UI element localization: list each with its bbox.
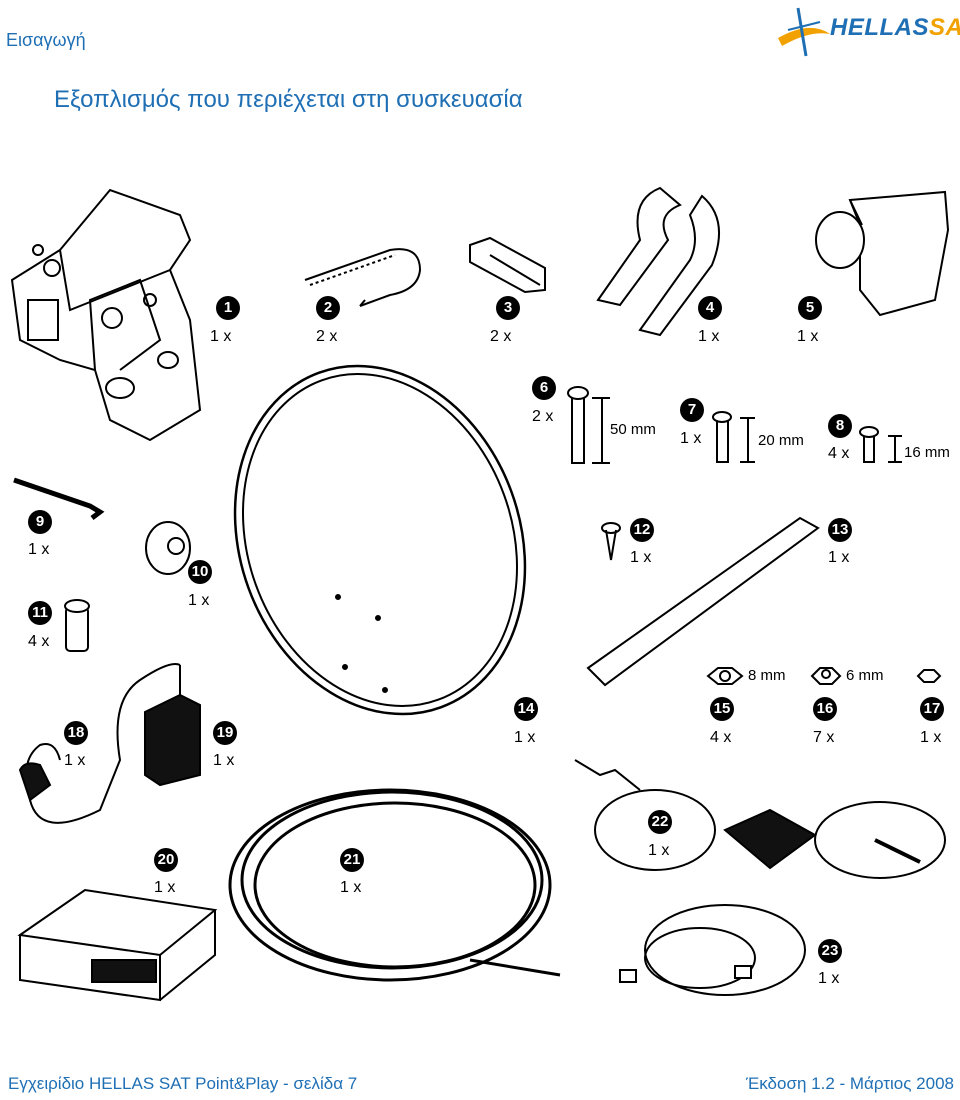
bolt-medium-icon [712,411,732,463]
item-badge-3: 3 [496,296,520,320]
receiver-box-icon [17,888,218,1002]
item-qty-16: 7 x [813,729,835,746]
item-badge-23: 23 [818,939,842,963]
item-qty-18: 1 x [64,752,86,769]
item-badge-8: 8 [828,414,852,438]
item-qty-6: 2 x [532,408,554,425]
item-qty-4: 1 x [698,328,720,345]
item-qty-20: 1 x [154,879,176,896]
lock-nut-6mm-icon [810,667,842,685]
item-badge-5: 5 [798,296,822,320]
item-size-15: 8 mm [748,667,786,684]
wood-screw-icon [601,522,621,561]
item-qty-14: 1 x [514,729,536,746]
item-qty-3: 2 x [490,328,512,345]
item-qty-12: 1 x [630,549,652,566]
item-qty-2: 2 x [316,328,338,345]
footer-version: Έκδοση 1.2 - Μάρτιος 2008 [745,1074,954,1093]
item-badge-20: 20 [154,848,178,872]
support-arm-icon [586,516,820,687]
item-qty-5: 1 x [797,328,819,345]
satellite-dish-icon [233,364,527,716]
item-qty-21: 1 x [340,879,362,896]
item-badge-2: 2 [316,296,340,320]
coax-cable-coil-icon [228,788,561,982]
page-title: Εξοπλισμός που περιέχεται στη συσκευασία [54,86,523,113]
item-badge-17: 17 [920,697,944,721]
item-qty-9: 1 x [28,541,50,558]
item-qty-23: 1 x [818,970,840,987]
item-qty-17: 1 x [920,729,942,746]
small-nut-icon [916,669,942,683]
item-qty-19: 1 x [213,752,235,769]
power-supply-icon [574,759,946,879]
junction-box-icon [144,665,201,787]
item-badge-4: 4 [698,296,722,320]
satellite-swoosh-icon [778,7,830,57]
item-qty-7: 1 x [680,430,702,447]
item-size-6: 50 mm [610,421,656,438]
item-badge-13: 13 [828,518,852,542]
section-label: Εισαγωγή [6,30,86,50]
clamp-plate-icon [469,236,546,294]
item-badge-12: 12 [630,518,654,542]
item-qty-1: 1 x [210,328,232,345]
item-badge-11: 11 [28,601,52,625]
bolt-long-icon [567,386,589,464]
hex-nut-8mm-icon [706,667,744,685]
item-badge-19: 19 [213,721,237,745]
item-badge-16: 16 [813,697,837,721]
item-badge-7: 7 [680,398,704,422]
u-bolt-icon [304,248,422,307]
item-badge-15: 15 [710,697,734,721]
item-badge-1: 1 [216,296,240,320]
item-badge-21: 21 [340,848,364,872]
dimension-line-20 [740,417,755,463]
ir-sensor-icon [18,743,61,802]
logo-text-accent: SAT [929,14,960,41]
lnb-holder-icon [596,186,720,337]
item-qty-10: 1 x [188,592,210,609]
item-badge-10: 10 [188,560,212,584]
item-qty-11: 4 x [28,633,50,650]
item-badge-6: 6 [532,376,556,400]
item-qty-15: 4 x [710,729,732,746]
item-qty-8: 4 x [828,445,850,462]
allen-key-icon [13,477,105,520]
item-size-16: 6 mm [846,667,884,684]
item-badge-18: 18 [64,721,88,745]
sensor-cable [29,663,181,824]
lnb-icon [815,190,950,317]
item-badge-14: 14 [514,697,538,721]
item-size-8: 16 mm [904,444,950,461]
bolt-short-icon [859,426,879,463]
rubber-cap-icon [145,521,191,575]
item-qty-22: 1 x [648,842,670,859]
mount-bracket-icon [10,188,202,442]
item-qty-13: 1 x [828,549,850,566]
spacer-icon [64,599,90,652]
item-size-7: 20 mm [758,432,804,449]
logo-text-main: HELLAS [830,14,929,41]
dimension-line-50 [592,397,610,464]
item-badge-22: 22 [648,810,672,834]
network-cable-icon [619,904,806,996]
item-badge-9: 9 [28,510,52,534]
footer-manual-page: Εγχειρίδιο HELLAS SAT Point&Play - σελίδ… [8,1074,358,1093]
dimension-line-16 [888,435,902,463]
